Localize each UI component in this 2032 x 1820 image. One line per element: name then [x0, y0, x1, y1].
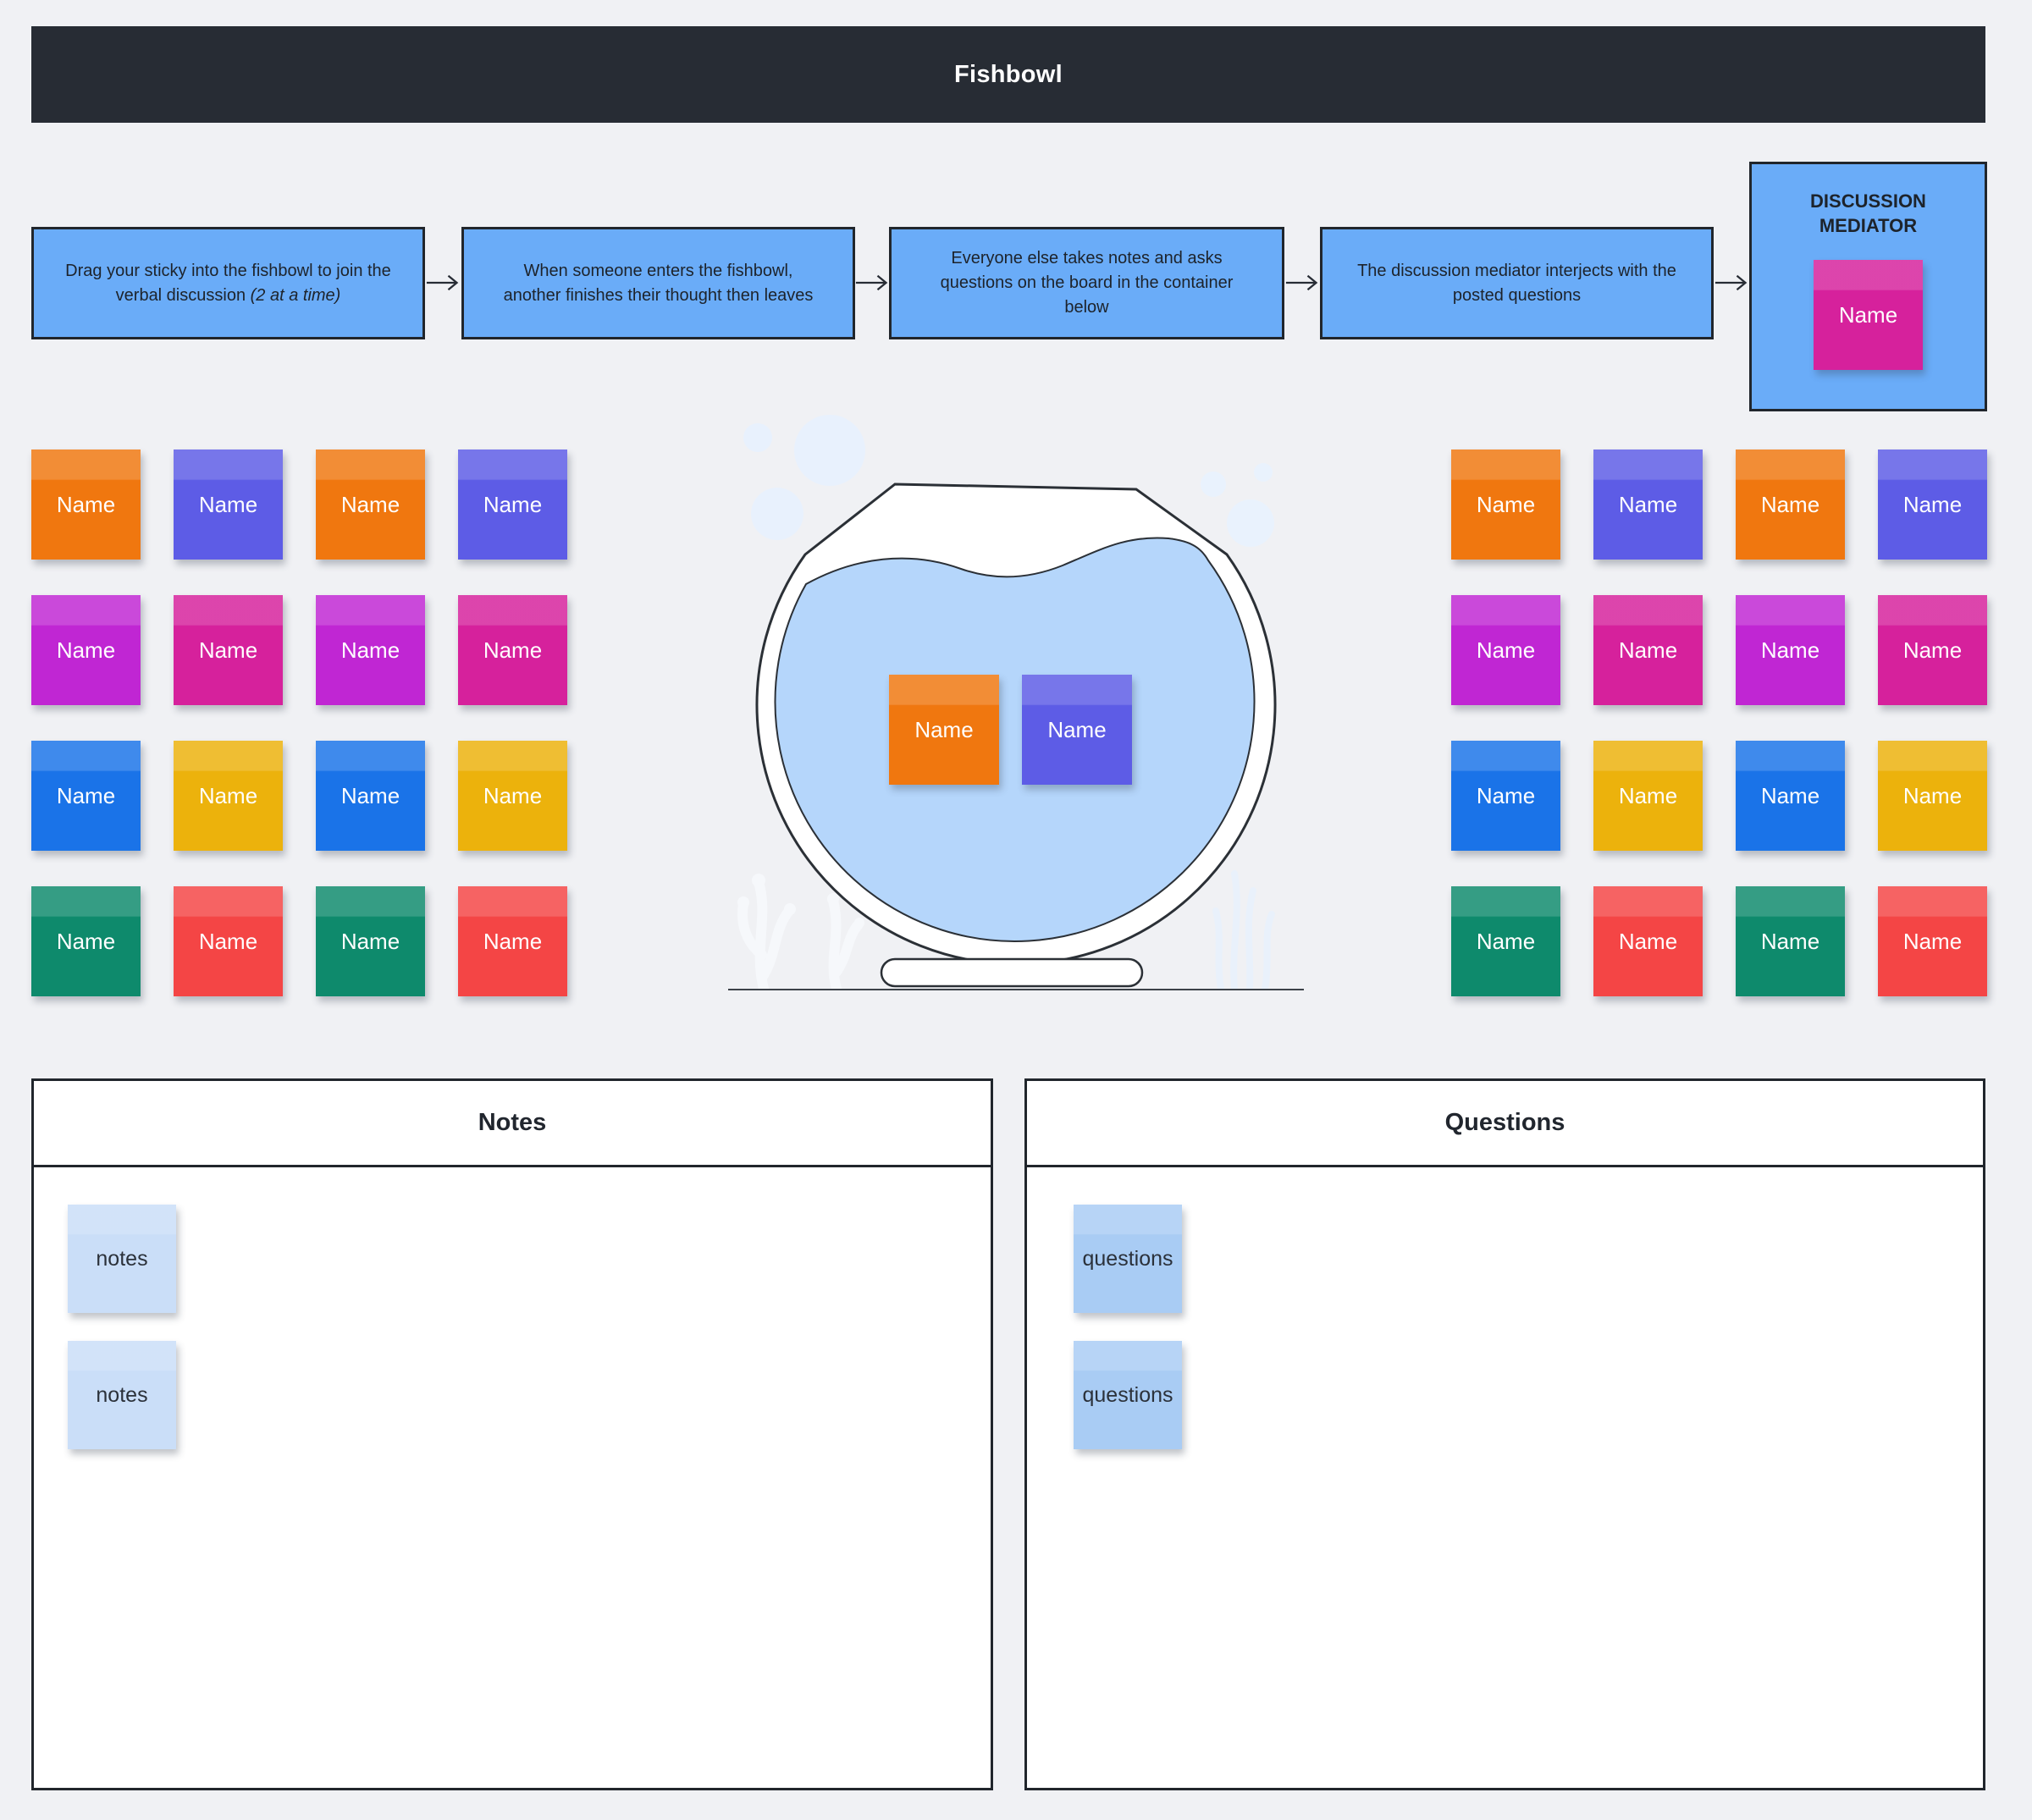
board-header: Fishbowl — [31, 26, 1985, 123]
seaweed-left-icon — [737, 874, 864, 928]
notes-title: Notes — [478, 1109, 547, 1136]
flow-arrow — [426, 274, 459, 291]
pad-sticky[interactable]: notes — [68, 1205, 176, 1313]
participant-sticky[interactable]: Name — [1736, 595, 1845, 705]
instruction-step-1-text: Drag your sticky into the fishbowl to jo… — [65, 261, 391, 305]
participant-sticky[interactable]: Name — [174, 449, 283, 560]
participant-sticky[interactable]: Name — [1878, 741, 1987, 851]
instruction-step-2-text: When someone enters the fishbowl, anothe… — [503, 261, 814, 305]
pad-sticky[interactable]: notes — [68, 1341, 176, 1449]
bubble-icon — [794, 415, 865, 486]
participant-sticky[interactable]: Name — [458, 741, 567, 851]
board-title: Fishbowl — [953, 60, 1063, 88]
bubble-icon — [1254, 463, 1273, 482]
participant-sticky[interactable]: Name — [1593, 741, 1703, 851]
participant-sticky[interactable]: Name — [458, 449, 567, 560]
instruction-step-3-text: Everyone else takes notes and asks quest… — [940, 249, 1234, 317]
participant-sticky[interactable]: Name — [174, 595, 283, 705]
bubble-icon — [1227, 499, 1274, 547]
bowl-water — [774, 537, 1256, 942]
participant-sticky[interactable]: Name — [316, 886, 425, 996]
participant-sticky[interactable]: Name — [1878, 595, 1987, 705]
notes-body: notes notes — [34, 1167, 991, 1793]
flow-arrow — [1714, 274, 1748, 291]
participant-sticky[interactable]: Name — [1593, 449, 1703, 560]
participant-sticky[interactable]: Name — [31, 886, 141, 996]
instruction-step-4[interactable]: The discussion mediator interjects with … — [1320, 227, 1714, 339]
participant-sticky[interactable]: Name — [1878, 449, 1987, 560]
participant-sticky[interactable]: Name — [1593, 595, 1703, 705]
questions-header: Questions — [1027, 1081, 1983, 1167]
notes-container: Notes notes notes — [31, 1078, 993, 1790]
participant-sticky[interactable]: Name — [31, 449, 141, 560]
participant-sticky[interactable]: Name — [316, 741, 425, 851]
instruction-step-4-text: The discussion mediator interjects with … — [1357, 261, 1676, 305]
instruction-step-1[interactable]: Drag your sticky into the fishbowl to jo… — [31, 227, 425, 339]
participant-sticky[interactable]: Name — [1451, 741, 1560, 851]
participant-sticky[interactable]: Name — [1736, 449, 1845, 560]
questions-body: questions questions — [1027, 1167, 1983, 1793]
pad-sticky[interactable]: questions — [1074, 1341, 1182, 1449]
participant-sticky[interactable]: Name — [316, 449, 425, 560]
discussion-mediator-label: DISCUSSION MEDIATOR — [1810, 190, 1926, 236]
participant-sticky[interactable]: Name — [1451, 449, 1560, 560]
instruction-step-3[interactable]: Everyone else takes notes and asks quest… — [889, 227, 1284, 339]
fishbowl-sticky[interactable]: Name — [889, 675, 999, 785]
fishbowl-illustration — [728, 415, 1304, 990]
pad-sticky[interactable]: questions — [1074, 1205, 1182, 1313]
bowl-base — [880, 957, 1144, 988]
participant-sticky[interactable]: Name — [1451, 595, 1560, 705]
participant-sticky[interactable]: Name — [1878, 886, 1987, 996]
instruction-step-2[interactable]: When someone enters the fishbowl, anothe… — [461, 227, 855, 339]
participant-sticky[interactable]: Name — [1736, 886, 1845, 996]
participant-sticky[interactable]: Name — [1593, 886, 1703, 996]
notes-header: Notes — [34, 1081, 991, 1167]
flow-arrow — [1285, 274, 1318, 291]
participant-sticky[interactable]: Name — [174, 886, 283, 996]
flow-arrow — [855, 274, 888, 291]
bubble-icon — [743, 423, 772, 452]
participant-sticky[interactable]: Name — [31, 741, 141, 851]
participant-sticky[interactable]: Name — [316, 595, 425, 705]
participant-sticky[interactable]: Name — [174, 741, 283, 851]
discussion-mediator-container[interactable]: DISCUSSION MEDIATOR Name — [1749, 162, 1987, 411]
seaweed-left-icon — [737, 877, 864, 990]
questions-container: Questions questions questions — [1024, 1078, 1985, 1790]
participant-sticky[interactable]: Name — [458, 595, 567, 705]
questions-title: Questions — [1444, 1109, 1565, 1136]
mediator-sticky[interactable]: Name — [1814, 260, 1923, 371]
participant-sticky[interactable]: Name — [458, 886, 567, 996]
bubble-icon — [1201, 472, 1226, 497]
grass-right-icon — [1212, 870, 1275, 990]
participant-sticky[interactable]: Name — [1736, 741, 1845, 851]
participant-sticky[interactable]: Name — [1451, 886, 1560, 996]
bubble-icon — [751, 488, 803, 540]
fishbowl-sticky[interactable]: Name — [1022, 675, 1132, 785]
participant-sticky[interactable]: Name — [31, 595, 141, 705]
